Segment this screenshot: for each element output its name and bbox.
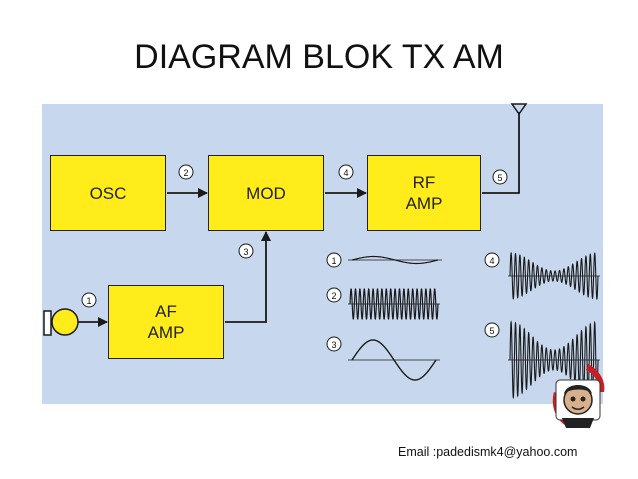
waveform-2-plot — [348, 288, 440, 320]
af-amp-block: AF AMP — [108, 285, 224, 359]
test-point-4: 4 — [338, 164, 354, 180]
test-point-2-label: 2 — [183, 168, 188, 178]
af-label-line1: AF — [155, 302, 177, 321]
waveform-1-plot — [348, 255, 442, 265]
test-point-3: 3 — [238, 243, 254, 259]
test-point-1: 1 — [81, 292, 97, 308]
waveform-4-label: 4 — [489, 256, 494, 266]
osc-label: OSC — [89, 183, 127, 203]
waveform-5-marker: 5 — [484, 322, 500, 338]
af-label-line2: AMP — [147, 323, 185, 342]
waveform-4-plot — [508, 251, 600, 301]
waveform-2-marker: 2 — [326, 287, 342, 303]
waveform-3-marker: 3 — [326, 336, 342, 352]
waveform-1-label: 1 — [331, 256, 336, 266]
test-point-1-label: 1 — [86, 296, 91, 306]
mod-label: MOD — [246, 183, 286, 203]
waveform-5-label: 5 — [489, 326, 494, 336]
test-point-4-label: 4 — [343, 168, 348, 178]
test-point-5: 5 — [492, 169, 508, 185]
waveform-3-plot — [348, 339, 440, 381]
waveform-2-label: 2 — [331, 291, 336, 301]
rf-label-line1: RF — [412, 173, 436, 192]
antenna-icon — [510, 103, 528, 116]
author-logo-icon — [552, 364, 605, 428]
rf-label-line2: AMP — [405, 194, 443, 213]
waveform-4-marker: 4 — [484, 252, 500, 268]
test-point-3-label: 3 — [243, 247, 248, 257]
osc-block: OSC — [50, 155, 166, 231]
author-email: Email :padedismk4@yahoo.com — [398, 445, 578, 459]
mod-block: MOD — [208, 155, 324, 231]
af-to-mod-line — [225, 231, 271, 323]
waveform-3-label: 3 — [331, 340, 336, 350]
test-point-5-label: 5 — [497, 173, 502, 183]
microphone-icon — [43, 308, 79, 336]
rf-to-antenna-line — [482, 112, 520, 194]
test-point-2: 2 — [178, 164, 194, 180]
slide-title: DIAGRAM BLOK TX AM — [134, 38, 504, 76]
rf-amp-block: RF AMP — [367, 155, 481, 231]
waveform-1-marker: 1 — [326, 252, 342, 268]
